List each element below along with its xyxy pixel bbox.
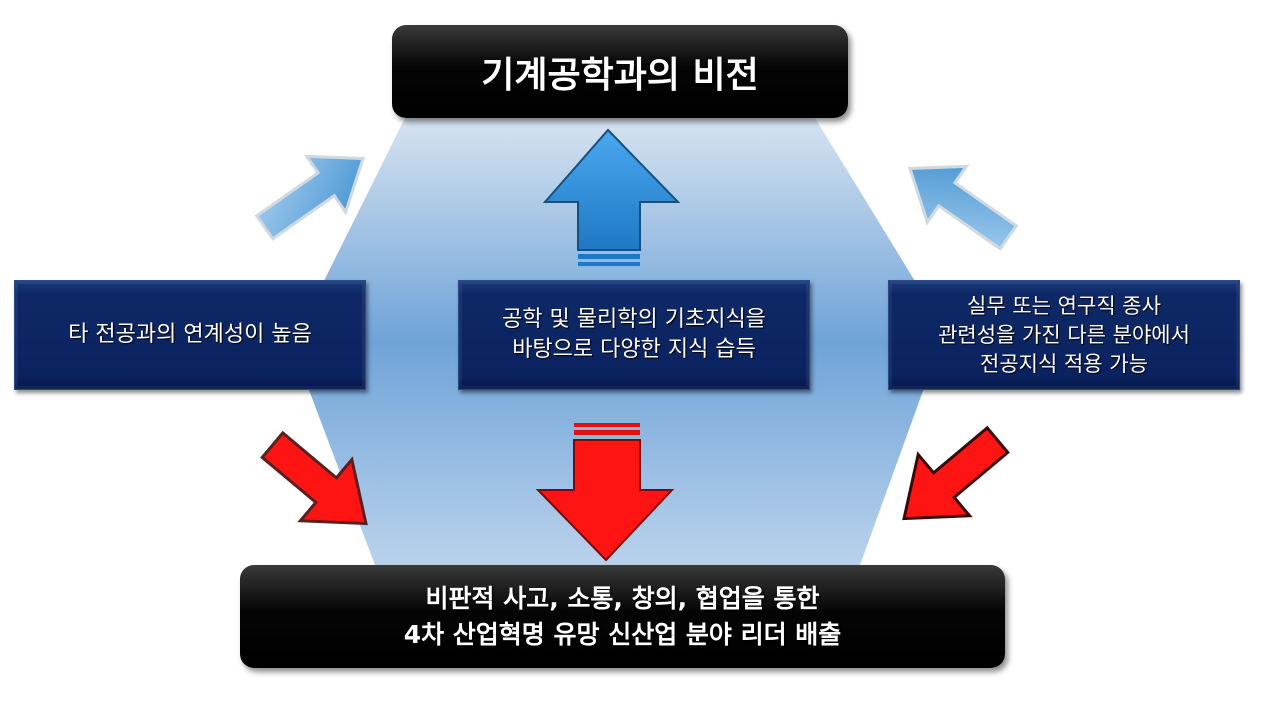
left-box-text: 타 전공과의 연계성이 높음 xyxy=(68,322,312,347)
center-box-line: 공학 및 물리학의 기초지식을 xyxy=(502,307,766,332)
down-arrow-icon xyxy=(535,423,675,562)
up-right-arrow-icon xyxy=(254,154,366,241)
up-left-arrow-icon xyxy=(907,164,1019,251)
down-right-arrow-icon xyxy=(260,430,368,526)
outcome-box: 비판적 사고, 소통, 창의, 협업을 통한 4차 산업혁명 유망 신산업 분야… xyxy=(240,565,1005,668)
outcome-line: 4차 산업혁명 유망 신산업 분야 리더 배출 xyxy=(403,619,842,649)
page-title: 기계공학과의 비전 xyxy=(481,54,759,96)
center-box: 공학 및 물리학의 기초지식을 바탕으로 다양한 지식 습득 xyxy=(458,280,810,390)
right-box-line: 전공지식 적용 가능 xyxy=(980,351,1148,376)
down-left-arrow-icon xyxy=(902,425,1010,521)
outcome-line: 비판적 사고, 소통, 창의, 협업을 통한 xyxy=(425,583,820,613)
left-box: 타 전공과의 연계성이 높음 xyxy=(14,280,366,390)
right-box-line: 관련성을 가진 다른 분야에서 xyxy=(938,322,1190,347)
up-arrow-icon xyxy=(542,128,681,266)
vision-title-box: 기계공학과의 비전 xyxy=(392,25,848,118)
right-box-line: 실무 또는 연구직 종사 xyxy=(967,293,1161,318)
right-box: 실무 또는 연구직 종사 관련성을 가진 다른 분야에서 전공지식 적용 가능 xyxy=(888,280,1240,390)
center-box-line: 바탕으로 다양한 지식 습득 xyxy=(512,337,756,362)
